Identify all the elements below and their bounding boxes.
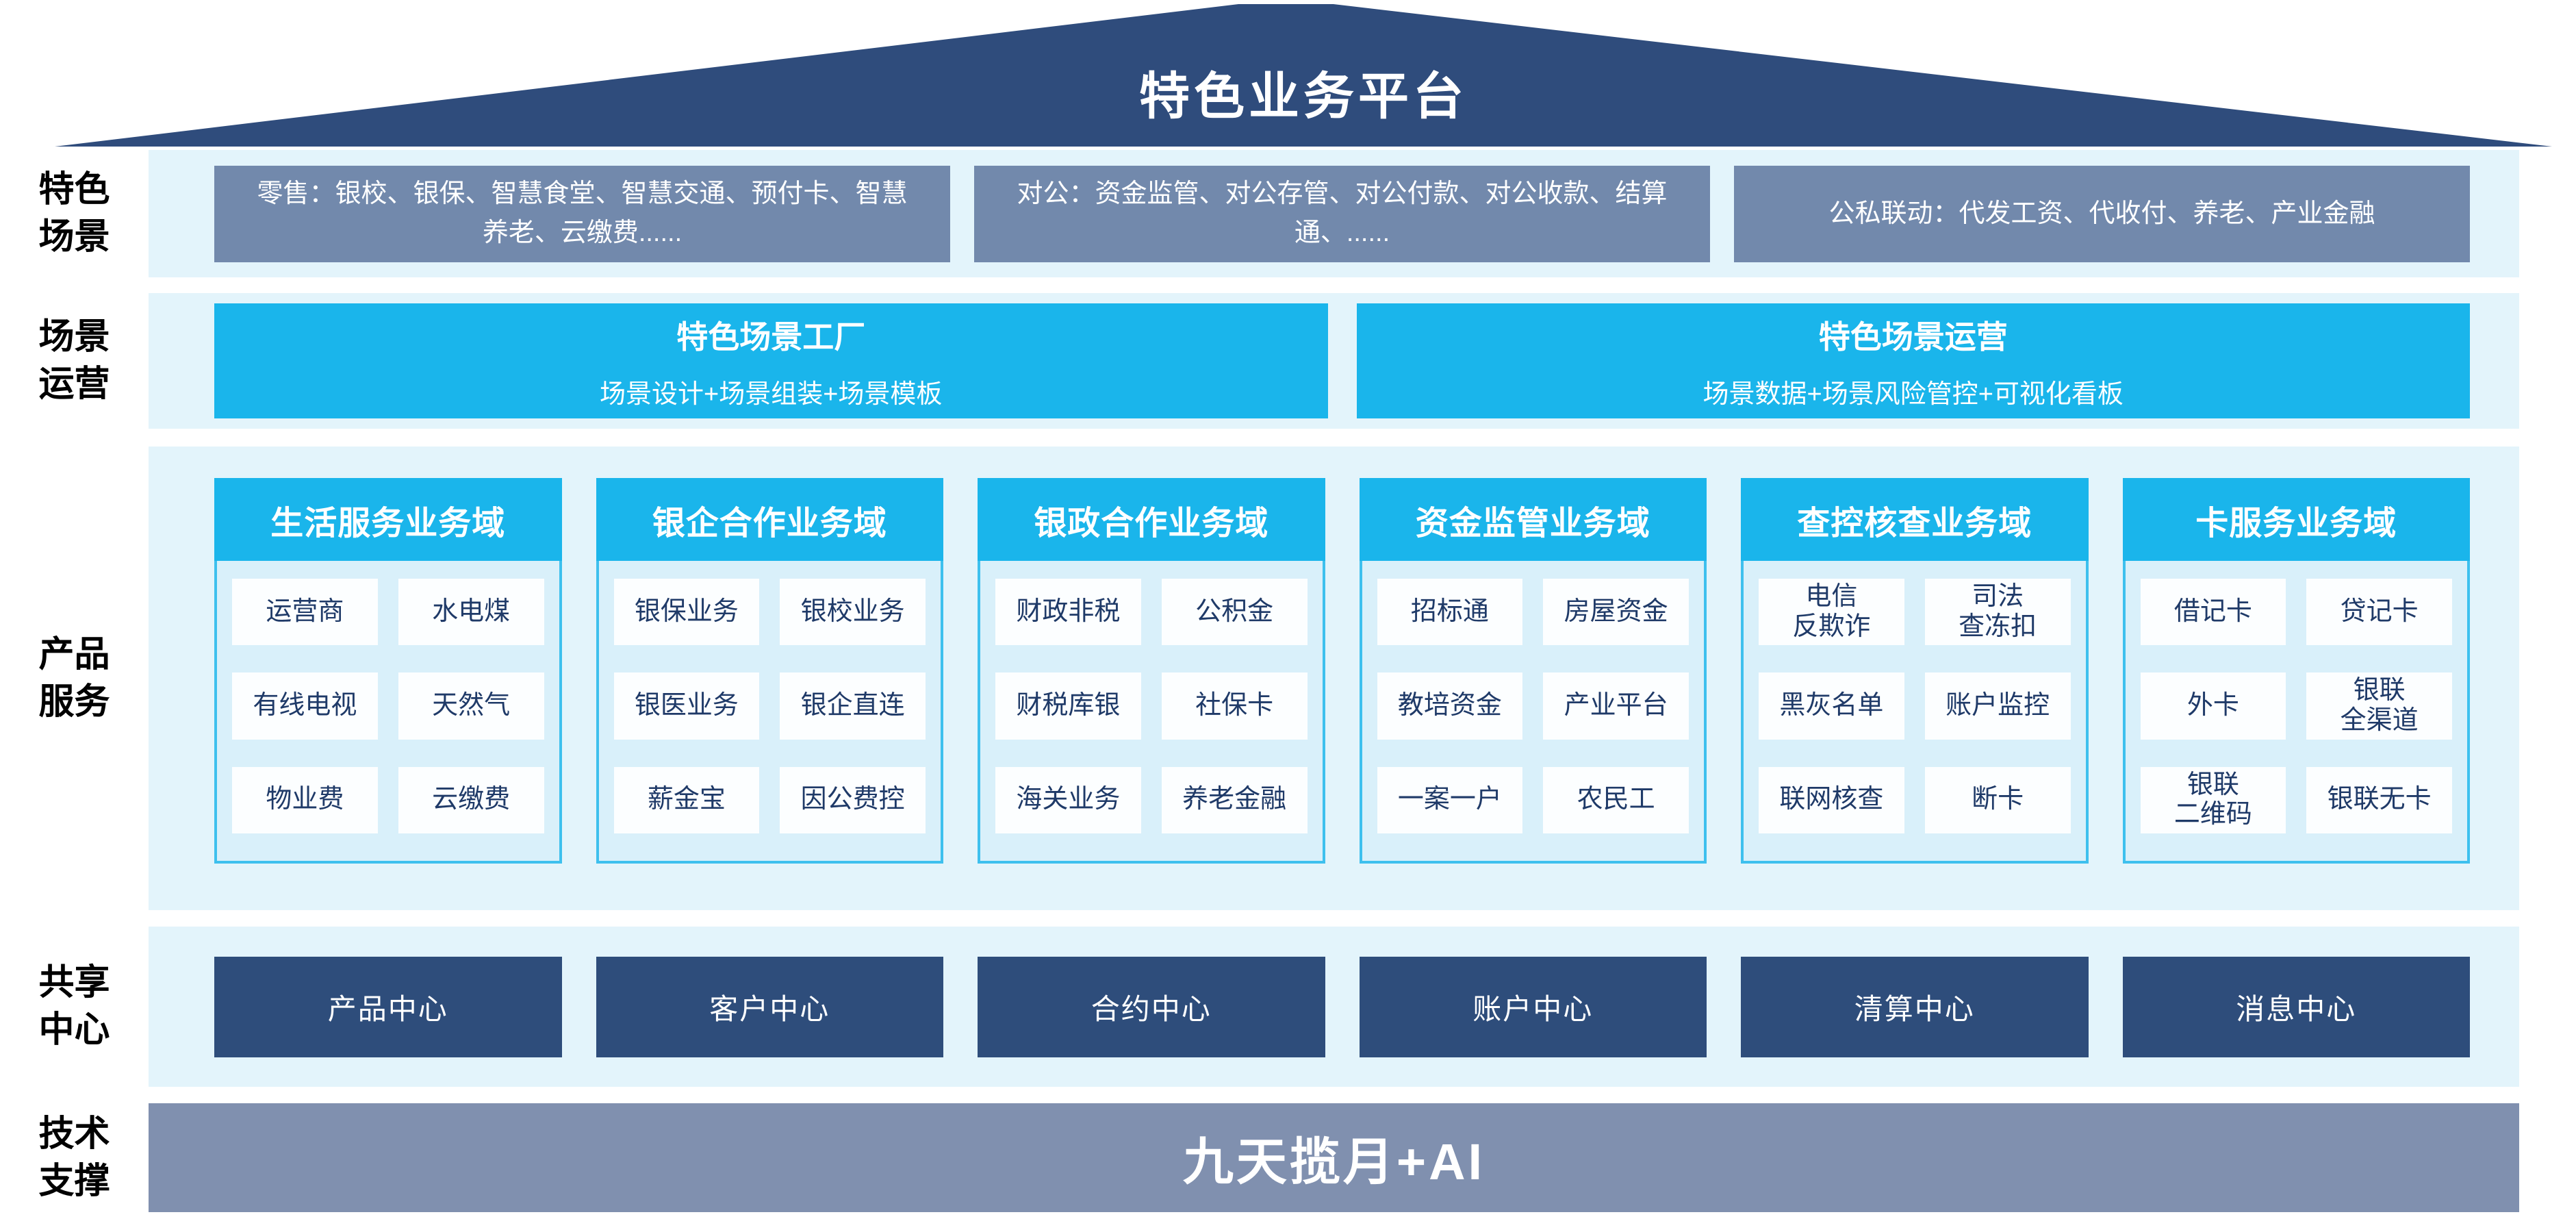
- row-label-products: 产品 服务: [38, 634, 110, 722]
- product-item: 云缴费: [398, 766, 544, 833]
- platform-roof: 特色业务平台: [55, 4, 2552, 147]
- scenes-band: 零售：银校、银保、智慧食堂、智慧交通、预付卡、智慧养老、云缴费...... 对公…: [149, 150, 2519, 277]
- product-item: 银校业务: [780, 579, 926, 646]
- column-header: 卡服务业务域: [2122, 478, 2470, 561]
- domain-column-bank-government: 银政合作业务域 财政非税 公积金 财税库银 社保卡 海关业务 养老金融: [978, 478, 1325, 910]
- product-item: 产业平台: [1543, 672, 1689, 740]
- product-item: 物业费: [232, 766, 378, 833]
- product-item: 借记卡: [2140, 579, 2286, 646]
- column-header: 银企合作业务域: [596, 478, 943, 561]
- product-item: 司法 查冻扣: [1924, 579, 2071, 646]
- column-body: 借记卡 贷记卡 外卡 银联 全渠道 银联 二维码 银联无卡: [2122, 561, 2470, 864]
- row-label-tech: 技术 支撑: [38, 1114, 110, 1201]
- product-item: 银联无卡: [2306, 766, 2452, 833]
- product-item: 账户监控: [1924, 672, 2071, 740]
- scene-operation-box: 特色场景运营 场景数据+场景风险管控+可视化看板: [1356, 303, 2470, 418]
- center-box-account: 账户中心: [1359, 956, 1707, 1057]
- product-item: 银保业务: [613, 579, 760, 646]
- column-header: 银政合作业务域: [978, 478, 1325, 561]
- product-item: 招标通: [1377, 579, 1523, 646]
- product-item: 贷记卡: [2306, 579, 2452, 646]
- domain-column-life-service: 生活服务业务域 运营商 水电煤 有线电视 天然气 物业费 云缴费: [214, 478, 562, 910]
- product-item: 养老金融: [1161, 766, 1308, 833]
- product-item: 银联 全渠道: [2306, 672, 2452, 740]
- center-box-message: 消息中心: [2122, 956, 2470, 1057]
- product-item: 薪金宝: [613, 766, 760, 833]
- product-item: 断卡: [1924, 766, 2071, 833]
- row-label-operation: 场景 运营: [38, 317, 110, 404]
- tech-band: 九天揽月+AI: [149, 1103, 2519, 1212]
- product-item: 电信 反欺诈: [1759, 579, 1904, 646]
- shared-band: 产品中心 客户中心 合约中心 账户中心 清算中心 消息中心: [149, 927, 2519, 1087]
- column-body: 运营商 水电煤 有线电视 天然气 物业费 云缴费: [214, 561, 562, 864]
- product-item: 运营商: [232, 579, 378, 646]
- tech-platform-title: 九天揽月+AI: [1182, 1133, 1485, 1190]
- product-item: 联网核查: [1759, 766, 1904, 833]
- product-item: 农民工: [1543, 766, 1689, 833]
- product-item: 天然气: [398, 672, 544, 740]
- scenario-box-corporate: 对公：资金监管、对公存管、对公付款、对公收款、结算通、......: [974, 165, 1710, 262]
- scene-operation-title: 特色场景运营: [1818, 318, 2008, 355]
- product-item: 外卡: [2140, 672, 2286, 740]
- column-body: 电信 反欺诈 司法 查冻扣 黑灰名单 账户监控 联网核查 断卡: [1741, 561, 2089, 864]
- product-item: 房屋资金: [1543, 579, 1689, 646]
- product-item: 银企直连: [780, 672, 926, 740]
- scenario-box-retail: 零售：银校、银保、智慧食堂、智慧交通、预付卡、智慧养老、云缴费......: [214, 165, 950, 262]
- center-box-product: 产品中心: [214, 956, 562, 1057]
- center-box-contract: 合约中心: [978, 956, 1325, 1057]
- product-item: 财政非税: [995, 579, 1141, 646]
- domain-column-card-service: 卡服务业务域 借记卡 贷记卡 外卡 银联 全渠道 银联 二维码 银联无卡: [2122, 478, 2470, 910]
- column-body: 银保业务 银校业务 银医业务 银企直连 薪金宝 因公费控: [596, 561, 943, 864]
- product-item: 公积金: [1161, 579, 1308, 646]
- row-label-shared: 共享 中心: [38, 963, 110, 1050]
- product-item: 银医业务: [613, 672, 760, 740]
- product-item: 水电煤: [398, 579, 544, 646]
- column-body: 招标通 房屋资金 教培资金 产业平台 一案一户 农民工: [1359, 561, 1707, 864]
- scene-factory-box: 特色场景工厂 场景设计+场景组装+场景模板: [214, 303, 1328, 418]
- column-header: 查控核查业务域: [1741, 478, 2089, 561]
- products-band: 生活服务业务域 运营商 水电煤 有线电视 天然气 物业费 云缴费 银企合作业务域…: [149, 447, 2519, 910]
- domain-column-inquiry-control: 查控核查业务域 电信 反欺诈 司法 查冻扣 黑灰名单 账户监控 联网核查 断卡: [1741, 478, 2089, 910]
- product-item: 一案一户: [1377, 766, 1523, 833]
- center-box-customer: 客户中心: [596, 956, 943, 1057]
- product-item: 银联 二维码: [2140, 766, 2286, 833]
- center-box-clearing: 清算中心: [1741, 956, 2089, 1057]
- product-item: 社保卡: [1161, 672, 1308, 740]
- operation-band: 特色场景工厂 场景设计+场景组装+场景模板 特色场景运营 场景数据+场景风险管控…: [149, 293, 2519, 429]
- product-item: 因公费控: [780, 766, 926, 833]
- scene-operation-subtitle: 场景数据+场景风险管控+可视化看板: [1703, 379, 2124, 409]
- product-item: 有线电视: [232, 672, 378, 740]
- scene-factory-title: 特色场景工厂: [676, 318, 866, 355]
- domain-column-fund-supervision: 资金监管业务域 招标通 房屋资金 教培资金 产业平台 一案一户 农民工: [1359, 478, 1707, 910]
- product-item: 财税库银: [995, 672, 1141, 740]
- domain-column-bank-enterprise: 银企合作业务域 银保业务 银校业务 银医业务 银企直连 薪金宝 因公费控: [596, 478, 943, 910]
- product-item: 教培资金: [1377, 672, 1523, 740]
- column-header: 生活服务业务域: [214, 478, 562, 561]
- column-body: 财政非税 公积金 财税库银 社保卡 海关业务 养老金融: [978, 561, 1325, 864]
- scene-factory-subtitle: 场景设计+场景组装+场景模板: [600, 379, 943, 409]
- product-item: 黑灰名单: [1759, 672, 1904, 740]
- platform-title: 特色业务平台: [1139, 68, 1468, 125]
- column-header: 资金监管业务域: [1359, 478, 1707, 561]
- product-item: 海关业务: [995, 766, 1141, 833]
- row-label-scenes: 特色 场景: [38, 170, 110, 257]
- scenario-box-linkage: 公私联动：代发工资、代收付、养老、产业金融: [1734, 165, 2470, 262]
